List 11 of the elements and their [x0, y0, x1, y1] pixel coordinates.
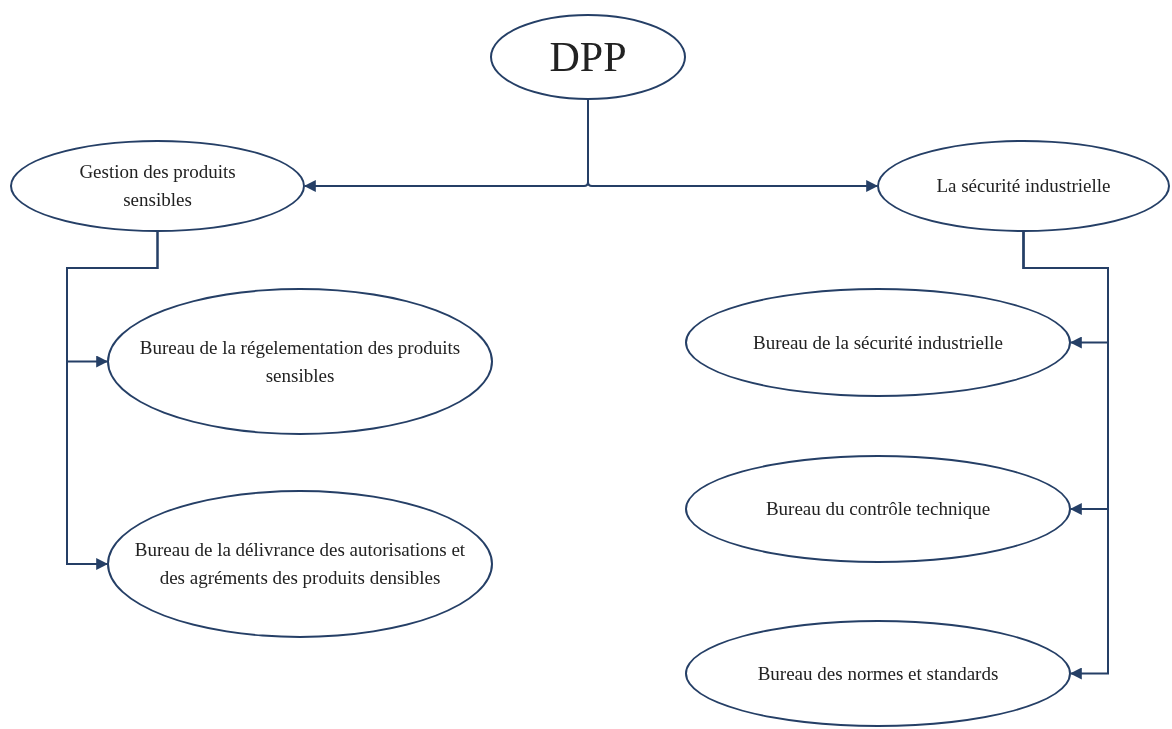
connector-arrow: [1022, 231, 1109, 680]
node-label: Bureau des normes et standards: [757, 661, 999, 686]
node-label: Gestion des produits sensibles: [78, 160, 237, 212]
node-label: La sécurité industrielle: [936, 174, 1111, 199]
node-label: Bureau du contrôle technique: [765, 497, 991, 522]
node-label: Bureau de la délivrance des autorisations et des agréments des produits densibles: [133, 538, 467, 590]
node-label: Bureau de la sécurité industrielle: [752, 330, 1004, 355]
node-label: Bureau de la régelementation des produits sensibles: [138, 335, 462, 388]
connector-arrow: [587, 99, 879, 192]
node-label: DPP: [549, 32, 627, 82]
connector-arrow: [66, 231, 159, 570]
